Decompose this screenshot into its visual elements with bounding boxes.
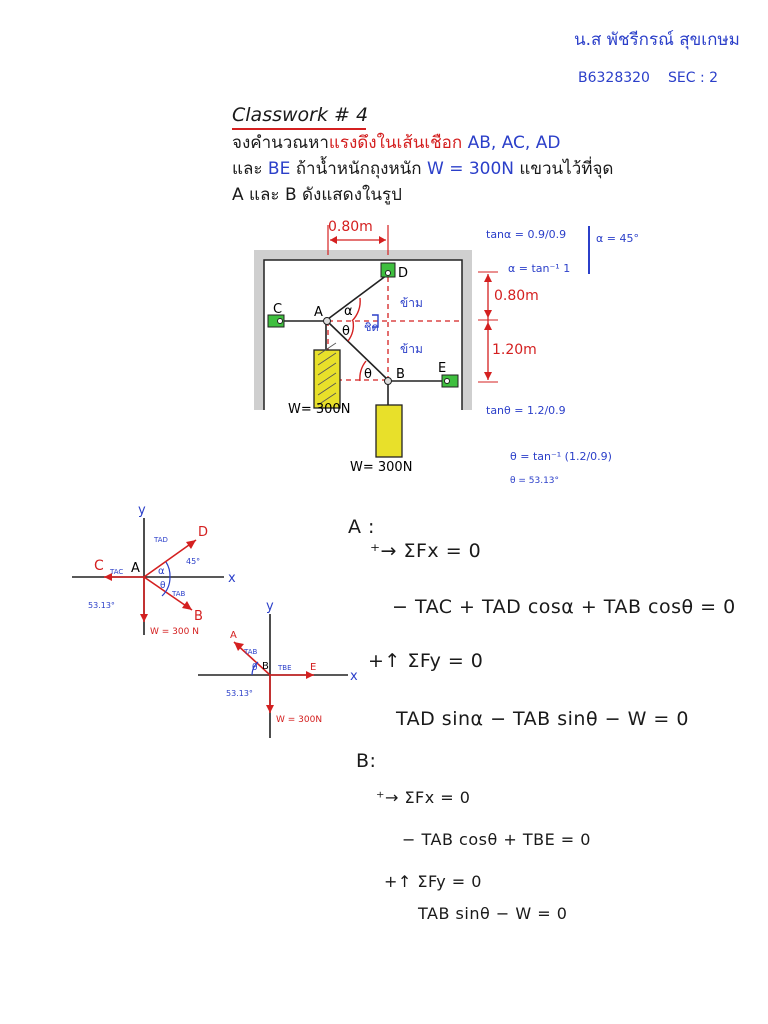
joint-b-eq-y: TAB sinθ − W = 0 xyxy=(418,904,568,923)
joint-a-heading: A : xyxy=(348,516,375,538)
fbd-a-53: 53.13° xyxy=(88,601,115,610)
note-alpha-val: α = 45° xyxy=(596,232,639,245)
label-A: A xyxy=(314,305,323,320)
problem-line-3: A และ B ดังแสดงในรูป xyxy=(232,185,402,205)
label-theta-b: θ xyxy=(364,367,372,382)
weight-b-block xyxy=(375,404,403,458)
label-E: E xyxy=(438,361,446,376)
vertical-dimensions: 0.80m 1.20m xyxy=(478,271,539,383)
fbd-a-tac: TAC xyxy=(109,568,123,576)
note-divider xyxy=(588,226,590,274)
fbd-joint-b: y x A E B TAB TBE θ 53.13° W = 300N xyxy=(198,599,358,738)
problem-line-1: จงคำนวณหาแรงดึงในเส้นเชือก AB, AC, AD xyxy=(232,133,561,153)
joint-a-sum-fx: ⁺→ ΣFx = 0 xyxy=(370,540,482,562)
label-alpha: α xyxy=(344,304,353,319)
fbd-a-alpha: α xyxy=(158,566,165,577)
fbd-a-tad: TAD xyxy=(153,536,168,544)
note-alpha-eq: α = tan⁻¹ 1 xyxy=(508,262,571,275)
note-theta-val: θ = 53.13° xyxy=(510,476,560,486)
note-kham-2: ข้าม xyxy=(400,342,423,356)
note-kham-1: ข้าม xyxy=(400,296,423,310)
fbd-a-45: 45° xyxy=(186,557,200,566)
label-C: C xyxy=(273,302,282,317)
note-tan-theta: tanθ = 1.2/0.9 xyxy=(486,404,566,417)
joint-b-heading: B: xyxy=(356,750,377,772)
left-wall xyxy=(254,250,264,410)
joint-b-eq-x: − TAB cosθ + TBE = 0 xyxy=(402,830,591,849)
fbd-b-tab: TAB xyxy=(243,648,258,656)
joint-b-sum-fy: +↑ ΣFy = 0 xyxy=(384,872,482,891)
fbd-a-A: A xyxy=(131,561,140,576)
joint-a-eq-y: TAD sinα − TAB sinθ − W = 0 xyxy=(396,708,689,730)
dim-lower-label: 1.20m xyxy=(492,342,537,358)
student-name: น.ส พัชรีกรณ์ สุขเกษม xyxy=(574,30,740,50)
right-wall xyxy=(462,250,472,410)
label-B: B xyxy=(396,367,405,382)
fbd-b-B: B xyxy=(262,661,269,672)
fbd-a-y: y xyxy=(138,503,146,518)
ceiling xyxy=(254,250,472,260)
fbd-a-B: B xyxy=(194,609,203,624)
title-underline xyxy=(232,128,366,130)
fbd-b-theta: θ xyxy=(252,663,258,673)
fbd-b-weight: W = 300N xyxy=(276,715,322,725)
cable-diagram: 0.80m C A D B E α θ θ ข้าม ข้าม ชิด W= 3… xyxy=(254,219,472,475)
label-D: D xyxy=(398,266,408,281)
section-label: SEC : 2 xyxy=(668,70,719,86)
fbd-a-x: x xyxy=(228,571,236,586)
note-chid: ชิด xyxy=(364,321,379,334)
fbd-b-53: 53.13° xyxy=(226,689,253,698)
fbd-a-C: C xyxy=(94,558,104,574)
page-title: Classwork # 4 xyxy=(232,104,369,126)
dim-upper-label: 0.80m xyxy=(494,288,539,304)
label-theta-a: θ xyxy=(342,324,350,339)
fbd-a-D: D xyxy=(198,525,208,540)
joint-a-sum-fy: +↑ ΣFy = 0 xyxy=(368,650,484,672)
note-tan-alpha: tanα = 0.9/0.9 xyxy=(486,228,567,241)
fbd-a-tab: TAB xyxy=(171,590,186,598)
dim-top-label: 0.80m xyxy=(328,219,373,235)
fbd-b-A: A xyxy=(230,630,237,641)
weight-b-label: W= 300N xyxy=(350,460,412,475)
fbd-joint-a: y x C D B A TAC TAD TAB 45° 53.13° α θ W… xyxy=(72,503,236,637)
joint-b-sum-fx: ⁺→ ΣFx = 0 xyxy=(376,788,471,807)
student-id: B6328320 xyxy=(578,70,650,86)
fbd-a-weight: W = 300 N xyxy=(150,627,199,637)
note-theta-eq: θ = tan⁻¹ (1.2/0.9) xyxy=(510,450,612,463)
fbd-b-tbe: TBE xyxy=(277,664,292,672)
problem-line-2: และ BE ถ้าน้ำหนักถุงหนัก W = 300N แขวนไว… xyxy=(232,159,614,179)
fbd-b-y: y xyxy=(266,599,274,614)
fbd-b-E: E xyxy=(310,662,316,673)
weight-a-label: W= 300N xyxy=(288,402,350,417)
joint-a-eq-x: − TAC + TAD cosα + TAB cosθ = 0 xyxy=(392,596,736,618)
fbd-b-x: x xyxy=(350,669,358,684)
fbd-a-theta: θ xyxy=(160,581,166,591)
